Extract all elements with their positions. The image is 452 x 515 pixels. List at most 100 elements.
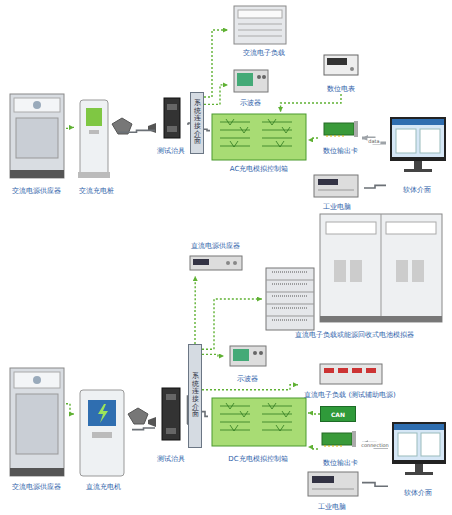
digital-meter-part xyxy=(350,67,354,71)
cable-line xyxy=(204,129,210,130)
ac-charging-pile xyxy=(78,100,132,178)
oscilloscope-icon-part xyxy=(233,349,249,361)
ac-control-box-part xyxy=(212,114,306,160)
ac-electronic-load-part xyxy=(238,36,282,37)
industrial-pc: 工业电脑 xyxy=(302,470,362,512)
data-arrow xyxy=(362,138,386,143)
test-fixture-part xyxy=(167,126,177,132)
edge-label: data xyxy=(367,138,380,144)
battery-simulator-cabinet-part xyxy=(386,222,436,234)
node-label: CAN xyxy=(331,410,345,419)
node-label: 交流电子负载 xyxy=(243,49,285,58)
software-ui: 软体介面 xyxy=(388,420,448,498)
digital-output-card xyxy=(322,431,356,447)
interface-bar: 系统连接介面 xyxy=(188,344,202,448)
node-label: 工业电脑 xyxy=(318,503,346,512)
electronic-load: 交流电子负载 xyxy=(228,2,300,58)
industrial-pc-part xyxy=(314,175,358,197)
industrial-pc-part xyxy=(318,179,338,185)
oscilloscope-icon xyxy=(230,346,266,366)
digital-meter: 数位电表 xyxy=(318,52,364,94)
software-monitor-part xyxy=(392,119,444,125)
edge-label: connection xyxy=(360,442,390,448)
ac-power-cabinet-part xyxy=(16,118,58,158)
digital-output-card-part xyxy=(327,135,343,137)
industrial-pc-part xyxy=(312,476,334,483)
dc-load-rack-part xyxy=(266,268,314,330)
software-monitor-part xyxy=(398,433,417,456)
digital-output-card-part xyxy=(322,433,352,445)
signal-connector xyxy=(66,404,74,414)
dc-power-supply-part xyxy=(233,261,237,265)
ac-power-cabinet-part xyxy=(10,468,64,476)
test-fixture-part xyxy=(166,394,176,400)
test-fixture: 测试治具 xyxy=(155,92,187,156)
signal-connector xyxy=(202,299,262,349)
dc-power-supply: 直流电源供应器 xyxy=(182,242,248,276)
signal-connector xyxy=(194,276,196,344)
electronic-load: 直流电子负载 (测试辅助电源) xyxy=(298,362,402,400)
can-box: CAN xyxy=(320,406,356,422)
test-fixture-part xyxy=(164,98,180,138)
ac-power-cabinet-part xyxy=(10,170,64,178)
ac-charging-pile-part xyxy=(89,130,99,134)
dc-charger-part xyxy=(80,390,124,476)
signal-connector xyxy=(308,138,318,140)
dc-charger-part xyxy=(98,404,108,423)
oscilloscope-icon-part xyxy=(234,70,268,92)
battery-simulator-cabinet-part xyxy=(320,214,442,322)
cable-line xyxy=(364,185,386,188)
software-monitor-part xyxy=(390,117,446,161)
charging-pile: 交流充电桩 xyxy=(74,98,118,196)
industrial-pc xyxy=(314,175,358,197)
ac-electronic-load-part xyxy=(238,10,282,18)
ac-power-cabinet-part xyxy=(33,376,41,384)
oscilloscope-icon xyxy=(234,70,268,92)
digital-output-card-part xyxy=(324,123,354,135)
ac-power-cabinet-part xyxy=(14,98,60,112)
industrial-pc: 工业电脑 xyxy=(310,172,364,212)
battery-simulator-cabinet-part xyxy=(396,260,408,282)
digital-output-card xyxy=(324,121,358,137)
dc-control-box-part xyxy=(226,403,290,431)
node-label: 工业电脑 xyxy=(323,203,351,212)
dc-load-rack-part xyxy=(272,272,308,320)
digital-output-card-part xyxy=(325,445,341,447)
battery-simulator-cabinet xyxy=(320,214,442,322)
battery-simulator-cabinet-part xyxy=(326,222,376,234)
signal-connector xyxy=(308,413,320,414)
dc-aux-load-part xyxy=(324,368,334,373)
digital-meter-part xyxy=(327,58,347,65)
node-label: 软体介面 xyxy=(403,186,431,195)
ac-control-box xyxy=(212,114,306,160)
dc-power-supply xyxy=(190,256,242,270)
software-monitor-part xyxy=(420,129,440,153)
node-label: 数位输出卡 xyxy=(323,147,358,156)
software-monitor-part xyxy=(421,433,440,456)
dc-charger-part xyxy=(88,400,116,426)
software-monitor-part xyxy=(394,424,444,460)
ac-power-cabinet-part xyxy=(14,372,60,388)
battery-simulator-cabinet-part xyxy=(320,316,442,322)
node-label: 交流充电桩 xyxy=(79,187,114,196)
test-fixture-part xyxy=(167,104,177,110)
ac-electronic-load xyxy=(234,6,286,44)
ac-power-cabinet xyxy=(10,94,64,178)
ac-power-cabinet-part xyxy=(33,101,41,109)
digital-meter xyxy=(324,55,358,75)
signal-connector xyxy=(281,94,341,112)
ac-electronic-load-part xyxy=(234,6,286,44)
software-monitor-part xyxy=(392,422,446,464)
oscilloscope: 示波器 xyxy=(224,344,270,384)
oscilloscope-icon-part xyxy=(262,75,266,79)
signal-connector xyxy=(204,85,228,105)
node-label: 示波器 xyxy=(237,375,258,384)
ac-control-box-part xyxy=(226,119,290,147)
oscilloscope-icon-part xyxy=(230,346,266,366)
oscilloscope-icon-part xyxy=(259,351,263,355)
dc-aux-load-part xyxy=(366,368,376,373)
ac-power-cabinet-part xyxy=(10,94,64,178)
signal-connector xyxy=(66,127,74,129)
ac-charging-pile-part xyxy=(80,100,108,176)
